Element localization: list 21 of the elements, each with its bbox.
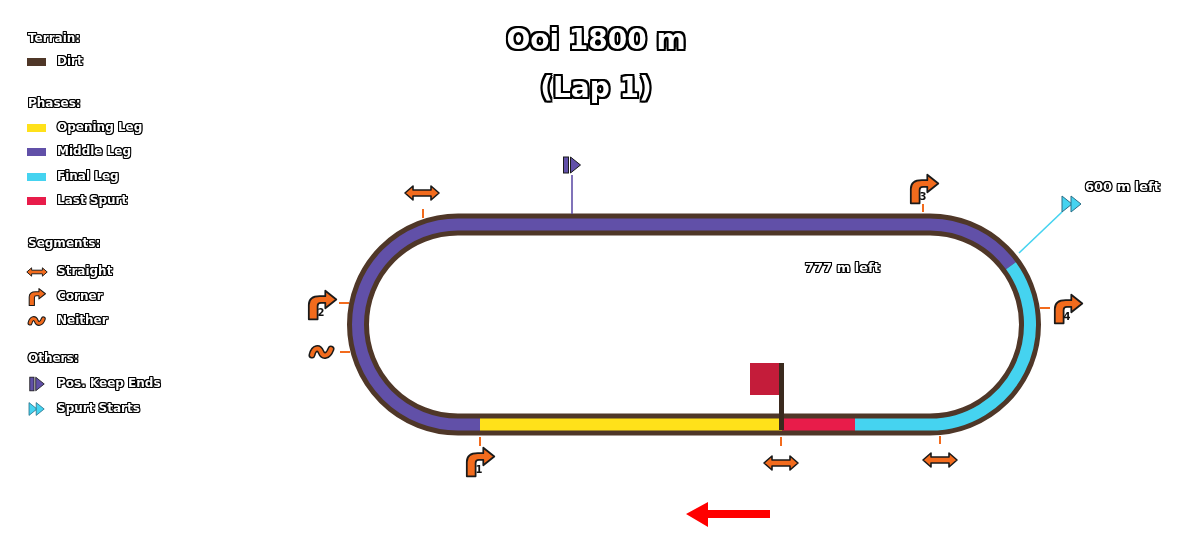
corner-number: 1 bbox=[475, 465, 483, 475]
legend-label: Corner bbox=[57, 290, 103, 304]
legend-heading: Phases: bbox=[28, 97, 81, 111]
title: Ooi 1800 m (Lap 1) bbox=[505, 22, 687, 107]
legend-label: Pos. Keep Ends bbox=[57, 377, 161, 391]
legend-heading: Segments: bbox=[28, 237, 101, 251]
legend-label: Neither bbox=[57, 314, 108, 328]
distance-label: 600 m left bbox=[1085, 179, 1160, 195]
legend-label: Dirt bbox=[57, 55, 83, 69]
legend-label: Middle Leg bbox=[57, 145, 132, 159]
legend-heading: Others: bbox=[28, 352, 79, 366]
corner-number: 3 bbox=[919, 192, 927, 202]
legend-label: Last Spurt bbox=[57, 194, 128, 208]
legend-label: Final Leg bbox=[57, 170, 119, 184]
distance-label: 777 m left bbox=[805, 260, 880, 276]
corner-number: 2 bbox=[317, 308, 325, 318]
legend-label: Spurt Starts bbox=[57, 402, 140, 416]
corner-number: 4 bbox=[1063, 312, 1071, 322]
legend-label: Straight bbox=[57, 265, 113, 279]
legend-label: Opening Leg bbox=[57, 121, 143, 135]
legend-heading: Terrain: bbox=[28, 32, 81, 46]
